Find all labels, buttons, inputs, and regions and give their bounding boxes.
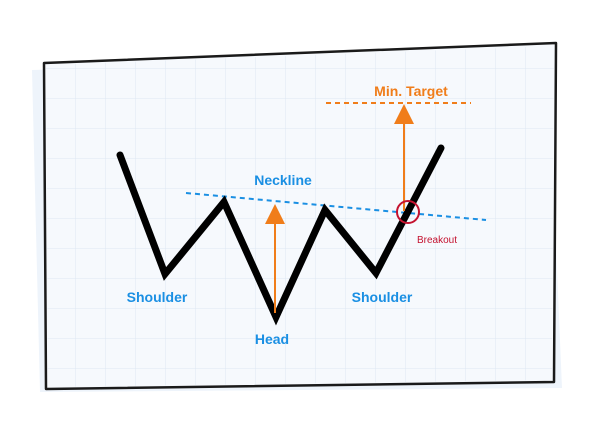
right-shoulder-label: Shoulder [352,289,413,305]
breakout-label: Breakout [417,235,457,246]
price-line [116,144,445,326]
min-target-label: Min. Target [374,83,448,99]
left-shoulder-label: Shoulder [127,289,188,305]
neckline-label: Neckline [254,172,312,188]
grid-background [46,46,554,387]
head-label: Head [255,331,289,347]
breakout-marker [396,200,420,224]
